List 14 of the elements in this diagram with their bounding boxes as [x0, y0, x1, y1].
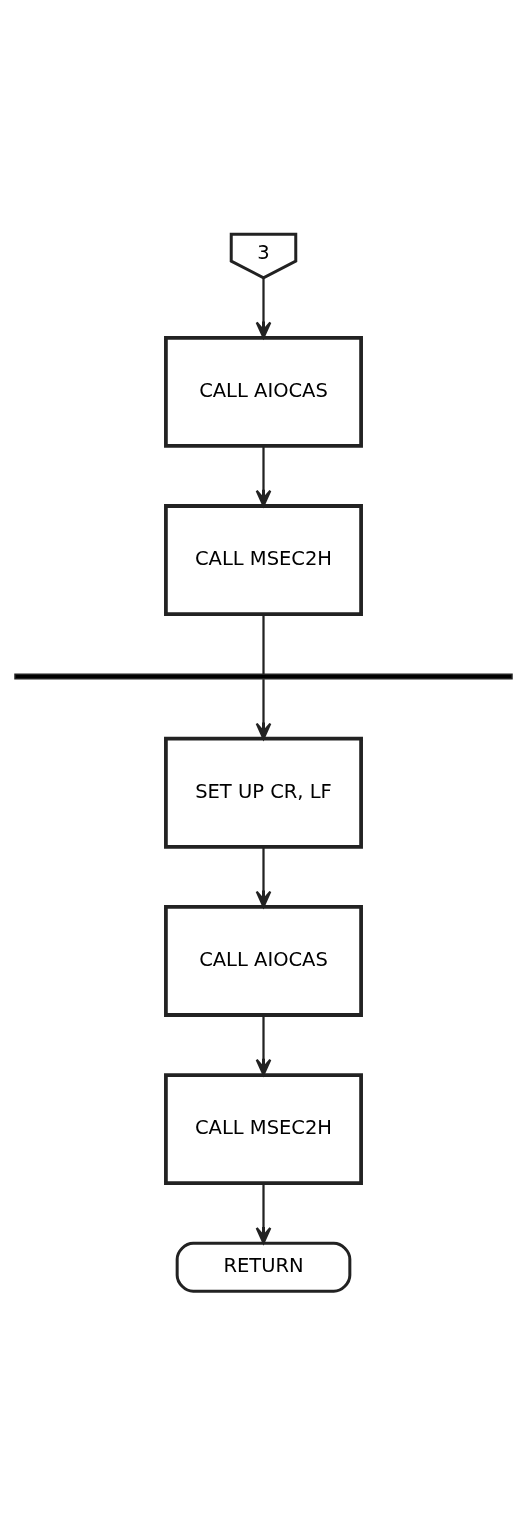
node-box: RETURN [175, 1241, 351, 1293]
arrow [255, 847, 271, 908]
node-box: CALL AIOCAS [163, 905, 363, 1017]
arrow [255, 278, 271, 339]
node-box: SET UP CR, LF [163, 736, 363, 849]
node-box: CALL MSEC2H [163, 1073, 363, 1186]
node-box: CALL MSEC2H [163, 504, 363, 616]
arrow [255, 679, 271, 740]
node-bar [13, 673, 513, 680]
node-box: CALL AIOCAS [163, 335, 363, 448]
arrow [255, 1015, 271, 1076]
arrow [255, 446, 271, 507]
connector [261, 614, 265, 675]
arrow [255, 1183, 271, 1245]
